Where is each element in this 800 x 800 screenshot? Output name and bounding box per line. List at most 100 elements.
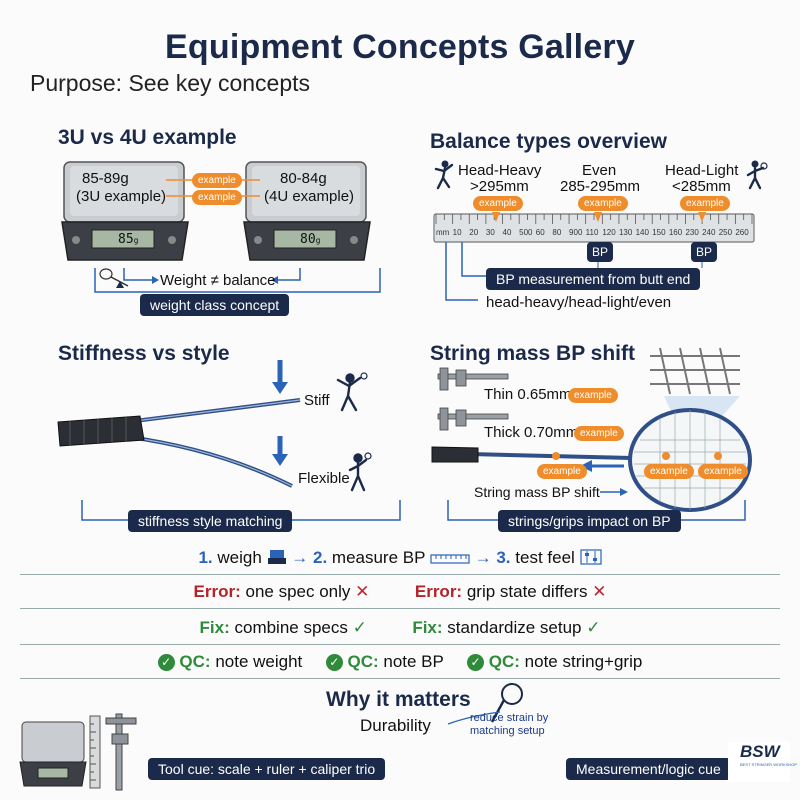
ruler-tick-label: 110: [585, 228, 599, 237]
errors-row: Error: one spec only ✕ Error: grip state…: [193, 582, 607, 601]
scale-left-label: 85-89g: [82, 170, 129, 187]
flexible-label: Flexible: [298, 470, 350, 487]
head-light-value: <285mm: [672, 178, 731, 195]
balance-tag-light: example: [680, 196, 730, 211]
durability-note: reduce strain by matching setup: [470, 712, 549, 737]
process-steps: 1. weigh → 2. measure BP → 3. test feel: [0, 548, 800, 568]
ruler-tick-label: 30: [485, 228, 495, 237]
stiffness-caption: stiffness style matching: [128, 510, 293, 532]
balance-note: head-heavy/head-light/even: [486, 294, 672, 311]
ruler-tick-label: 500: [519, 228, 533, 237]
head-example-tag-1: example: [644, 464, 694, 479]
weight-note: Weight ≠ balance: [160, 272, 276, 289]
fix-combine: combine specs: [234, 618, 348, 637]
ruler-tick-label: 130: [618, 228, 633, 237]
divider-3: [20, 644, 780, 645]
scale-right-label: 80-84g: [280, 170, 327, 187]
ruler-tick-label: 150: [652, 228, 666, 237]
ruler-tick-label: 250: [718, 228, 733, 237]
ruler-tick-label: 40: [502, 228, 512, 237]
ruler-tick-label: 20: [469, 228, 479, 237]
stiffness-panel-title: Stiffness vs style: [58, 342, 230, 365]
ruler-small-icon: [430, 554, 470, 564]
scale-left-display: 85g: [118, 232, 139, 247]
string-panel-title: String mass BP shift: [430, 342, 635, 365]
durability-label: Durability: [360, 716, 431, 735]
logic-cue: Measurement/logic cue: [566, 758, 731, 780]
weight-example-tag-2: example: [192, 190, 242, 205]
brand-logo: BSW BEST STRINGER WORKSHOP: [728, 742, 797, 782]
string-shift-note: String mass BP shift: [474, 484, 600, 500]
thick-string-tag: example: [574, 426, 624, 441]
racket-icon: [490, 683, 523, 723]
check-circle-icon: ✓: [467, 654, 485, 671]
string-caption: strings/grips impact on BP: [498, 510, 681, 532]
qc-row: ✓ QC: note weight ✓ QC: note BP ✓ QC: no…: [0, 652, 800, 672]
balance-tag-heavy: example: [473, 196, 523, 211]
balance-tag-even: example: [578, 196, 628, 211]
ruler-tick-label: 900: [569, 228, 583, 237]
sliders-icon: [579, 549, 602, 565]
ruler-tick-label: 140: [635, 228, 649, 237]
qc-string-grip: note string+grip: [524, 652, 643, 671]
ruler-tick-label: mm: [436, 228, 450, 237]
step-test: test feel: [515, 548, 575, 567]
even-label: Even: [582, 162, 617, 179]
check-circle-icon: ✓: [325, 654, 343, 671]
qc-bp: note BP: [383, 652, 444, 671]
purpose-text: Purpose: See key concepts: [30, 70, 310, 96]
head-example-tag-2: example: [698, 464, 748, 479]
divider-2: [20, 608, 780, 609]
fixes-row: Fix: combine specs ✓ Fix: standardize se…: [199, 618, 601, 637]
check-icon: ✓: [586, 618, 601, 637]
weight-caption: weight class concept: [140, 294, 290, 316]
x-icon: ✕: [355, 582, 370, 601]
handle-example-tag: example: [537, 464, 587, 479]
scale-right-display: 80g: [300, 232, 321, 247]
ruler-tick-label: 260: [735, 228, 749, 237]
check-circle-icon: ✓: [157, 654, 175, 671]
head-light-label: Head-Light: [665, 162, 739, 179]
ruler-tick-label: 60: [535, 228, 545, 237]
qc-weight: note weight: [215, 652, 303, 671]
scale-left-sub: (3U example): [76, 188, 167, 205]
stiff-label: Stiff: [304, 392, 330, 409]
fix-standardize: standardize setup: [447, 618, 582, 637]
bp-marker-left: BP: [587, 242, 614, 262]
check-icon: ✓: [352, 618, 367, 637]
player-lift-icon: [746, 160, 768, 190]
divider-1: [20, 574, 780, 575]
racket-balance-icon: [99, 268, 129, 288]
error-one-spec: one spec only: [245, 582, 351, 601]
scale-left-icon: [61, 161, 189, 261]
ruler-tick-label: 230: [685, 228, 699, 237]
ruler-tick-label: 80: [552, 228, 562, 237]
even-value: 285-295mm: [560, 178, 641, 195]
page-title: Equipment Concepts Gallery: [165, 28, 635, 66]
bp-marker-right: BP: [691, 242, 718, 262]
ruler-tick-label: 160: [668, 228, 683, 237]
scale-right-sub: (4U example): [264, 188, 355, 205]
balance-caption: BP measurement from butt end: [486, 268, 701, 290]
tool-trio-icon: [19, 713, 137, 791]
thin-string-label: Thin 0.65mm: [484, 386, 572, 403]
head-heavy-value: >295mm: [470, 178, 529, 195]
weight-panel-title: 3U vs 4U example: [58, 126, 237, 149]
step-measure: measure BP: [331, 548, 426, 567]
why-title: Why it matters: [326, 688, 471, 711]
x-icon: ✕: [592, 582, 607, 601]
step-weigh: weigh: [217, 548, 262, 567]
divider-4: [20, 678, 780, 679]
thick-string-label: Thick 0.70mm: [484, 424, 579, 441]
balance-panel-title: Balance types overview: [430, 130, 667, 153]
head-heavy-label: Head-Heavy: [458, 162, 542, 179]
ruler-tick-label: 10: [452, 228, 462, 237]
thin-string-tag: example: [568, 388, 618, 403]
tool-cue: Tool cue: scale + ruler + caliper trio: [148, 758, 386, 780]
